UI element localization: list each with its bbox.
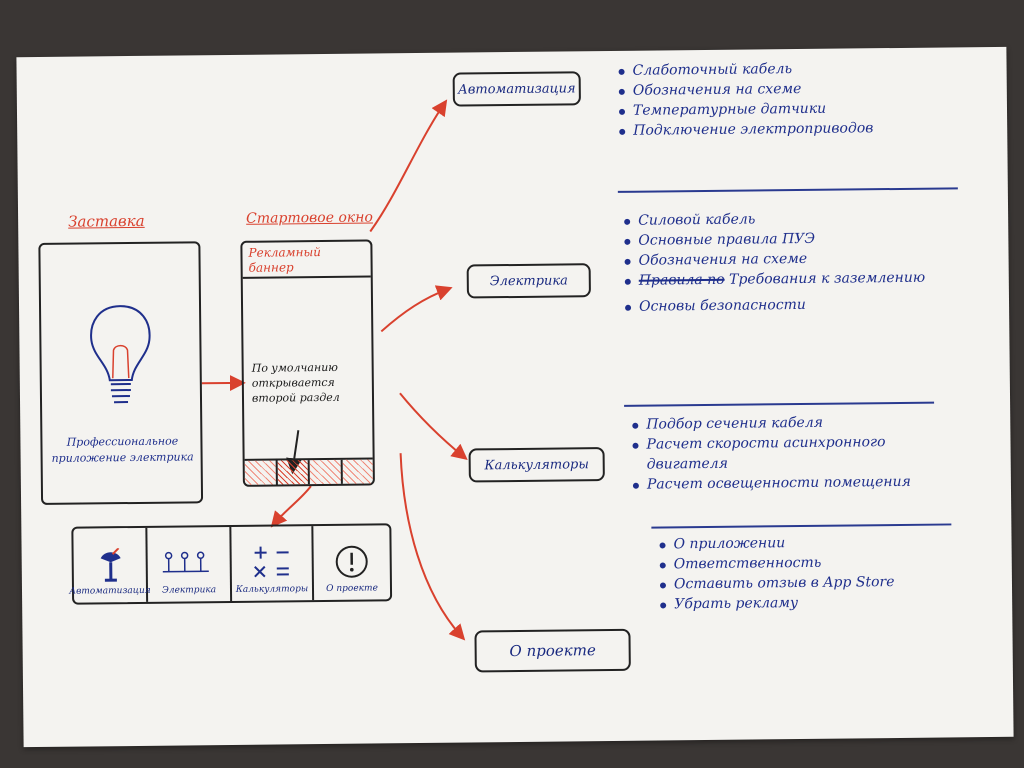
list-item: Ответственность [658, 552, 895, 574]
list-item: О приложении [657, 532, 894, 554]
tab-electrics[interactable]: Электрика [147, 526, 233, 602]
list-item: Обозначения на схеме [617, 78, 873, 101]
tab-about-label: О проекте [326, 583, 378, 594]
start-tab-4[interactable] [342, 459, 373, 484]
ad-banner[interactable]: Рекламный баннер [242, 241, 371, 279]
info-circle-icon [335, 545, 368, 578]
paper-sheet: Заставка Стартовое окно Профессиональное… [16, 46, 1014, 748]
arrow-to-about [399, 453, 466, 641]
list-automation: Слаботочный кабель Обозначения на схеме … [616, 58, 874, 141]
math-signs-icon [254, 546, 289, 578]
section-box-automation[interactable]: Автоматизация [452, 71, 581, 107]
start-screen-tabbar [244, 457, 373, 485]
connector-layer [201, 99, 468, 641]
list-item: Температурные датчики [617, 98, 873, 121]
tab-calculators-label: Калькуляторы [235, 584, 309, 595]
arrow-to-automation [369, 99, 448, 233]
list-item: Правила по Требования к заземлению [623, 268, 926, 291]
section-box-electrics[interactable]: Электрика [466, 263, 591, 299]
circuit-icon [162, 551, 209, 573]
list-item: Слаботочный кабель [616, 58, 872, 81]
list-calculators: Подбор сечения кабеля Расчет скорости ас… [630, 412, 927, 495]
tab-automation-label: Автоматизация [69, 585, 151, 597]
start-tab-3[interactable] [309, 459, 343, 485]
lightbulb-icon [90, 305, 151, 404]
heading-splash: Заставка [68, 211, 145, 231]
tabbar-expanded: Автоматизация Электрика Калькуляторы [69, 523, 393, 605]
list-item: Оставить отзыв в App Store [658, 572, 895, 594]
section-box-calculators[interactable]: Калькуляторы [468, 447, 605, 483]
struck-text: Правила по [638, 271, 725, 289]
tab-about[interactable]: О проекте [313, 525, 390, 600]
section-box-about[interactable]: О проекте [474, 628, 631, 673]
tab-electrics-label: Электрика [161, 585, 217, 596]
list-about: О приложении Ответственность Оставить от… [657, 532, 894, 614]
list-item-text: Требования к заземлению [728, 269, 926, 288]
splash-screen-frame: Профессиональное приложение электрика [38, 241, 204, 505]
list-item: Расчет скорости асинхронного двигателя [630, 432, 926, 475]
list-electrics: Силовой кабель Основные правила ПУЭ Обоз… [622, 208, 925, 317]
default-section-note: По умолчанию открывается второй раздел [251, 360, 340, 405]
list-item: Подключение электроприводов [617, 118, 873, 141]
list-item: Расчет освещенности помещения [631, 472, 927, 495]
heading-start: Стартовое окно [246, 209, 373, 227]
start-tab-1[interactable] [244, 460, 278, 485]
list-item: Основы безопасности [623, 294, 926, 317]
arrow-to-tabbar [270, 485, 312, 528]
start-screen-frame: Рекламный баннер По умолчанию открываетс… [240, 239, 375, 487]
start-tab-2[interactable] [277, 460, 310, 485]
tab-calculators[interactable]: Калькуляторы [231, 526, 315, 601]
splash-caption: Профессиональное приложение электрика [51, 434, 194, 465]
valve-icon [100, 548, 121, 582]
arrow-to-electrics [380, 285, 453, 333]
list-item: Убрать рекламу [658, 592, 895, 614]
arrow-to-calculators [399, 392, 468, 461]
tab-automation[interactable]: Автоматизация [69, 527, 151, 603]
